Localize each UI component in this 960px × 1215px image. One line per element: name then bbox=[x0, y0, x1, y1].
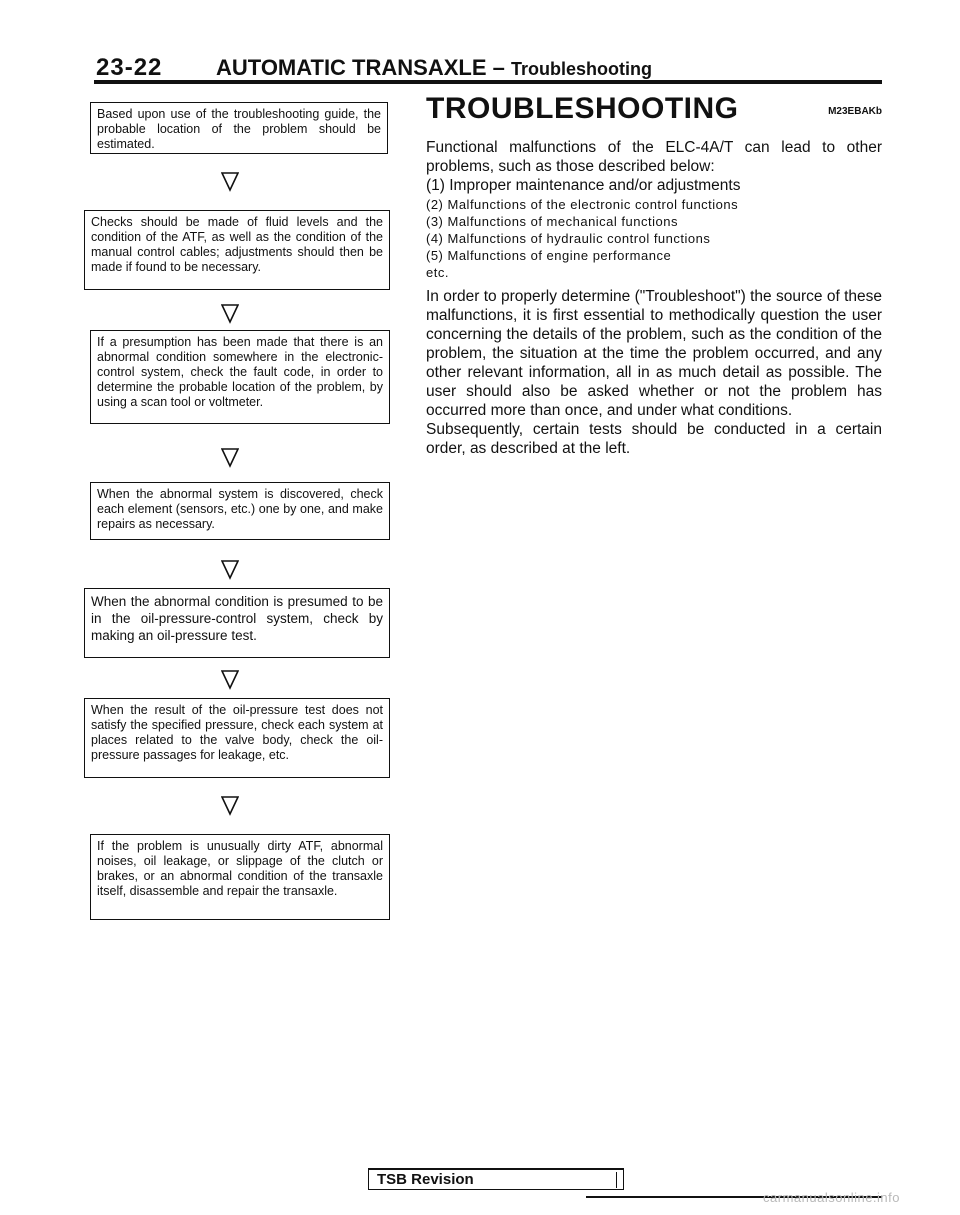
page-title: AUTOMATIC TRANSAXLE – Troubleshooting bbox=[216, 55, 652, 81]
down-arrow-icon bbox=[221, 448, 239, 468]
flow-step-2: Checks should be made of fluid levels an… bbox=[84, 210, 390, 290]
flow-step-1: Based upon use of the troubleshooting gu… bbox=[90, 102, 388, 154]
list-item: (3) Malfunctions of mechanical functions bbox=[426, 214, 678, 229]
flow-step-3: If a presumption has been made that ther… bbox=[90, 330, 390, 424]
flow-step-7: If the problem is unusually dirty ATF, a… bbox=[90, 834, 390, 920]
flow-step-6: When the result of the oil-pressure test… bbox=[84, 698, 390, 778]
page-number: 23-22 bbox=[96, 54, 163, 81]
list-item: (2) Malfunctions of the electronic contr… bbox=[426, 197, 739, 212]
closing-paragraph: Subsequently, certain tests should be co… bbox=[426, 421, 882, 457]
watermark: carmanualsonline.info bbox=[763, 1190, 900, 1205]
page-header: 23-22 AUTOMATIC TRANSAXLE – Troubleshoot… bbox=[96, 52, 880, 82]
page-title-dash: – bbox=[486, 55, 511, 80]
tsb-revision-box: TSB Revision bbox=[368, 1168, 624, 1190]
intro-paragraph: Functional malfunctions of the ELC-4A/T … bbox=[426, 139, 882, 175]
flow-step-4: When the abnormal system is discovered, … bbox=[90, 482, 390, 540]
down-arrow-icon bbox=[221, 304, 239, 324]
page-title-sub: Troubleshooting bbox=[510, 59, 652, 79]
section-title: TROUBLESHOOTING bbox=[426, 92, 739, 125]
list-item: etc. bbox=[426, 265, 449, 280]
down-arrow-icon bbox=[221, 796, 239, 816]
header-rule bbox=[94, 80, 882, 84]
section-code: M23EBAKb bbox=[828, 106, 882, 117]
list-item: (4) Malfunctions of hydraulic control fu… bbox=[426, 231, 711, 246]
list-item: (1) Improper maintenance and/or adjustme… bbox=[426, 177, 741, 194]
page-title-main: AUTOMATIC TRANSAXLE bbox=[216, 55, 487, 80]
list-item: (5) Malfunctions of engine performance bbox=[426, 248, 672, 263]
footer-rule bbox=[586, 1196, 882, 1198]
main-paragraph: In order to properly determine ("Trouble… bbox=[426, 288, 882, 419]
down-arrow-icon bbox=[221, 560, 239, 580]
down-arrow-icon bbox=[221, 172, 239, 192]
section-body: Functional malfunctions of the ELC-4A/T … bbox=[426, 138, 882, 458]
flow-step-5: When the abnormal condition is presumed … bbox=[84, 588, 390, 658]
down-arrow-icon bbox=[221, 670, 239, 690]
